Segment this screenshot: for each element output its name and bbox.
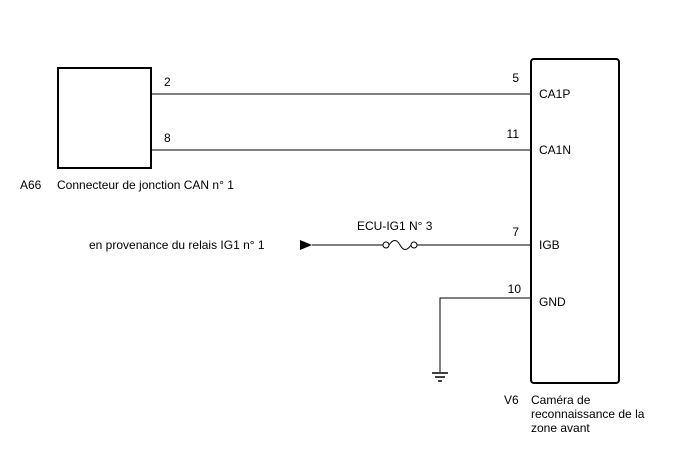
a66-label: Connecteur de jonction CAN n° 1	[57, 178, 234, 192]
v6-pin-igb-number: 7	[512, 225, 519, 239]
v6-pin-gnd-name: GND	[539, 295, 566, 309]
v6-label-line-2: reconnaissance de la	[531, 407, 645, 421]
a66-pin-8: 8	[164, 131, 171, 145]
power-arrow-icon	[300, 240, 312, 250]
v6-camera-box	[530, 58, 620, 384]
v6-pin-ca1p-number: 5	[512, 71, 519, 85]
a66-connector-box	[57, 67, 152, 169]
fuse-label: ECU-IG1 N° 3	[357, 219, 433, 233]
v6-pin-igb-name: IGB	[539, 238, 560, 252]
v6-pin-ca1n-number: 11	[507, 127, 520, 141]
gnd-wire	[439, 297, 531, 372]
fuse-terminal-right	[410, 241, 418, 249]
fuse-terminal-left	[382, 241, 390, 249]
a66-code: A66	[20, 178, 42, 192]
v6-label-line-3: zone avant	[531, 421, 590, 435]
fuse-icon	[388, 240, 412, 250]
power-source-label: en provenance du relais IG1 n° 1	[89, 238, 265, 252]
ground-icon	[432, 372, 448, 382]
v6-code: V6	[504, 393, 519, 407]
a66-pin-2: 2	[164, 75, 171, 89]
v6-pin-ca1p-name: CA1P	[539, 87, 570, 101]
v6-label-line-1: Caméra de	[531, 393, 591, 407]
v6-pin-ca1n-name: CA1N	[539, 143, 571, 157]
v6-pin-gnd-number: 10	[508, 282, 522, 296]
